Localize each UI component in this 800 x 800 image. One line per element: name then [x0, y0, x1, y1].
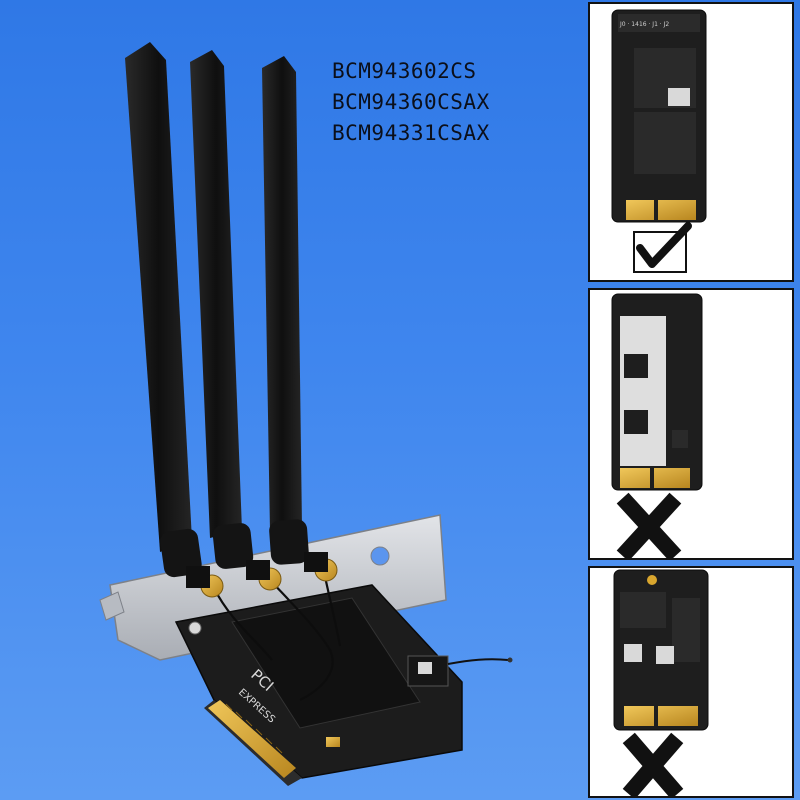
card-panel-incompatible-1 — [588, 288, 794, 560]
model-name: BCM943602CS — [332, 59, 477, 83]
antenna-right — [262, 56, 328, 572]
adapter-illustration: PCI EXPRESS — [99, 42, 513, 786]
cross-icon — [622, 732, 684, 796]
pcie-gold-contacts — [208, 700, 296, 778]
card-panel-incompatible-2 — [588, 566, 794, 798]
check-icon — [633, 222, 692, 273]
cross-icon — [616, 492, 682, 558]
antenna-left — [125, 42, 210, 588]
compatible-models-list: BCM943602CS BCM94360CSAX BCM94331CSAX — [332, 56, 572, 149]
wifi-card-image — [613, 569, 709, 731]
wifi-card-image — [611, 293, 703, 491]
usb-cable — [447, 658, 509, 665]
antenna-middle — [190, 50, 270, 580]
model-name: BCM94331CSAX — [332, 121, 490, 145]
adapter-board: PCI EXPRESS — [174, 584, 513, 786]
installed-wifi-card — [231, 597, 421, 729]
card-panel-compatible: J0 · 1416 · J1 · J2 — [588, 2, 794, 282]
svg-text:J0 · 1416 · J1 · J2: J0 · 1416 · J1 · J2 — [619, 21, 669, 28]
bracket-screw-hole — [370, 546, 390, 566]
model-name: BCM94360CSAX — [332, 90, 490, 114]
wifi-card-image: J0 · 1416 · J1 · J2 — [611, 9, 707, 223]
